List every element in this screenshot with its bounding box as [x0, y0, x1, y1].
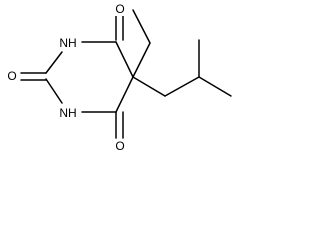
structure-diagram: O NH O NH O — [4, 2, 232, 153]
bonds — [20, 9, 232, 139]
nh-bottom-label: NH — [59, 106, 76, 120]
nh-top-label: NH — [59, 36, 76, 50]
bond-c5-c4 — [115, 41, 134, 78]
oxygen-left-label: O — [7, 69, 16, 83]
bond-ch-ch3-right — [198, 76, 232, 97]
bond-n3-c2 — [45, 51, 63, 74]
bond-c5-ch2 — [132, 76, 166, 97]
bond-c5-ethyl — [132, 42, 151, 78]
atom-labels: O NH O NH O — [4, 2, 128, 153]
oxygen-top-label: O — [115, 2, 124, 16]
bond-ethyl-ch3 — [132, 9, 151, 44]
bond-c6-c5 — [115, 76, 134, 113]
bond-c2-n1 — [45, 78, 63, 104]
oxygen-bottom-label: O — [115, 139, 124, 153]
bond-ch2-ch — [164, 76, 200, 97]
